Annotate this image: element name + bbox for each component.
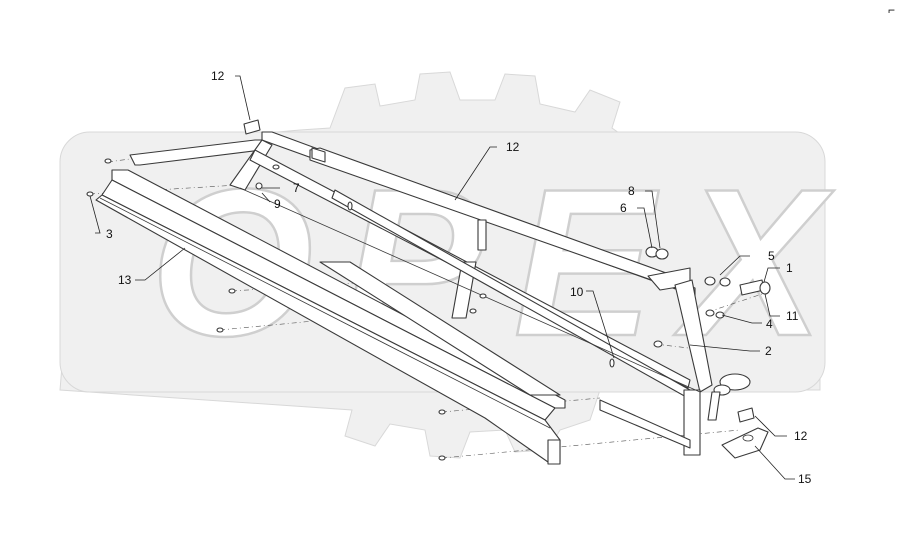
plate-part-15 (721, 427, 769, 459)
callout-3: 3 (106, 227, 113, 241)
callout-10: 10 (570, 285, 584, 299)
top-rail-part-13 (129, 131, 713, 456)
callout-12-top: 12 (211, 69, 225, 83)
bottom-channel-part-14 (95, 169, 566, 465)
callout-13: 12 (506, 140, 520, 154)
leader-lines (89, 75, 795, 480)
callout-15: 15 (798, 472, 812, 486)
callout-11: 11 (786, 309, 799, 323)
callout-6: 6 (620, 201, 627, 215)
callout-5: 5 (768, 249, 775, 263)
hinge-assembly (707, 373, 751, 421)
callout-8: 8 (628, 184, 635, 198)
callout-12-bottom: 12 (794, 429, 808, 443)
pad-part-12-top (243, 119, 261, 135)
callout-14: 13 (118, 273, 132, 287)
fasteners (86, 158, 771, 461)
callout-7: 7 (293, 181, 300, 195)
corner-mark: ⌐ (888, 3, 895, 17)
callout-labels: 12 12 7 9 3 13 8 6 5 1 11 4 2 10 12 15 (106, 69, 812, 486)
pad-part-12-bottom (737, 407, 755, 423)
callout-9: 9 (274, 197, 281, 211)
callout-1: 1 (786, 261, 793, 275)
callout-4: 4 (766, 317, 773, 331)
callout-2: 2 (765, 344, 772, 358)
